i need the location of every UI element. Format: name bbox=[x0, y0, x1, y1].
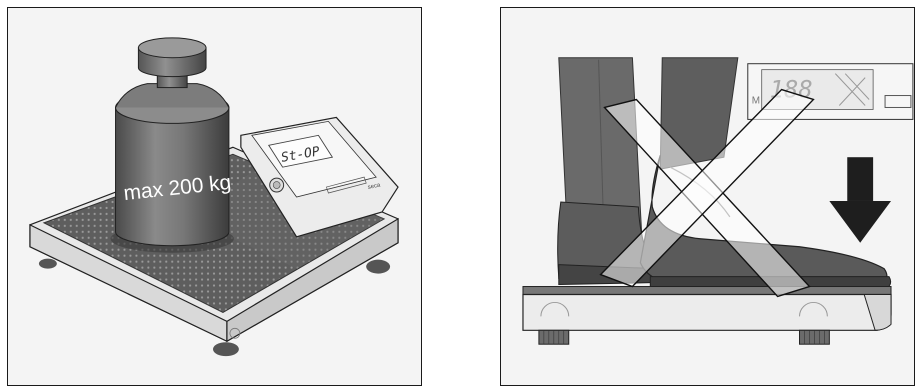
cross-icon bbox=[599, 88, 815, 298]
scale-icon bbox=[522, 286, 892, 345]
display-readout: St-OP bbox=[280, 144, 321, 166]
scale-with-weight-illustration: St-OP seca max 200 kg bbox=[29, 37, 399, 357]
brand-label: seca bbox=[367, 182, 381, 191]
weight-icon: max 200 kg bbox=[115, 37, 232, 247]
illustration-do-not-stamp: 188 M bbox=[500, 7, 915, 386]
display-fragment: 188 M bbox=[747, 63, 914, 120]
foot-on-scale-illustration: 188 M bbox=[522, 57, 914, 345]
scale-feet bbox=[38, 258, 391, 357]
illustration-max-load: St-OP seca max 200 kg bbox=[7, 7, 422, 386]
scale-display-unit: St-OP seca bbox=[240, 116, 399, 238]
memory-label: M bbox=[752, 95, 760, 106]
arrow-down-icon bbox=[829, 157, 892, 243]
